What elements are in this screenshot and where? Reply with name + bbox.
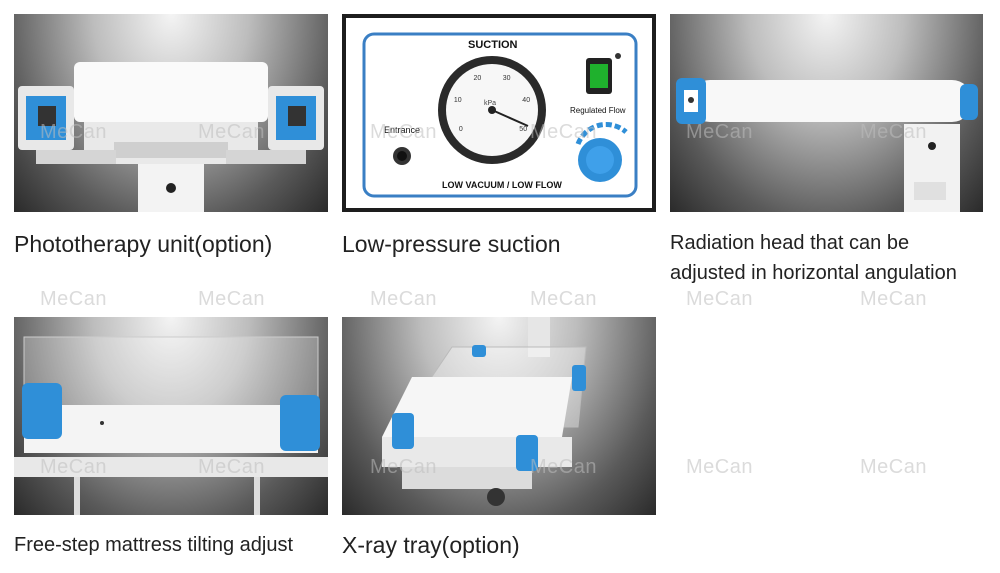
gauge-tick-label: 10 xyxy=(454,97,462,104)
watermark-text: MeCan xyxy=(530,121,597,143)
watermark-text: MeCan xyxy=(40,121,107,143)
watermark-text: MeCan xyxy=(370,456,437,478)
caption-mattress: Free-step mattress tilting adjust xyxy=(14,534,293,556)
watermark-text: MeCan xyxy=(686,456,753,478)
gauge-unit-label: kPa xyxy=(484,100,497,107)
gauge-tick-label: 30 xyxy=(503,75,511,82)
watermark-text: MeCan xyxy=(860,456,927,478)
caption-suction: Low-pressure suction xyxy=(342,231,561,257)
watermark-text: MeCan xyxy=(40,456,107,478)
gauge-tick-label: 50 xyxy=(519,126,527,133)
watermark-text: MeCan xyxy=(370,121,437,143)
watermark-text: MeCan xyxy=(198,456,265,478)
low-vacuum-label: LOW VACUUM / LOW FLOW xyxy=(442,180,562,190)
watermark-text: MeCan xyxy=(860,288,927,310)
watermark-text: MeCan xyxy=(686,288,753,310)
watermark-text: MeCan xyxy=(40,288,107,310)
suction-panel-image: 0 10 20 30 40 50 SUCTION kPa Entrance Regulat… xyxy=(342,14,656,212)
radiation-head-image xyxy=(670,14,983,212)
entrance-label: Entrance xyxy=(384,125,421,135)
watermark-text: MeCan xyxy=(530,288,597,310)
regulated-flow-label: Regulated Flow xyxy=(570,106,626,115)
gauge-tick-label: 20 xyxy=(474,75,482,82)
watermark-text: MeCan xyxy=(860,121,927,143)
caption-phototherapy: Phototherapy unit(option) xyxy=(14,231,273,257)
watermark-text: MeCan xyxy=(370,288,437,310)
suction-title: SUCTION xyxy=(468,39,518,51)
watermark-text: MeCan xyxy=(530,456,597,478)
caption-radiation-line1: Radiation head that can be xyxy=(670,232,910,254)
xray-tray-image xyxy=(342,317,656,515)
mattress-tilting-image xyxy=(14,317,328,515)
phototherapy-unit-image xyxy=(14,14,328,212)
gauge-tick-label: 0 xyxy=(459,126,463,133)
caption-radiation-line2: adjusted in horizontal angulation xyxy=(670,262,957,284)
watermark-text: MeCan xyxy=(686,121,753,143)
caption-xray: X-ray tray(option) xyxy=(342,532,520,558)
gauge-tick-label: 40 xyxy=(522,97,530,104)
watermark-text: MeCan xyxy=(198,288,265,310)
watermark-text: MeCan xyxy=(198,121,265,143)
